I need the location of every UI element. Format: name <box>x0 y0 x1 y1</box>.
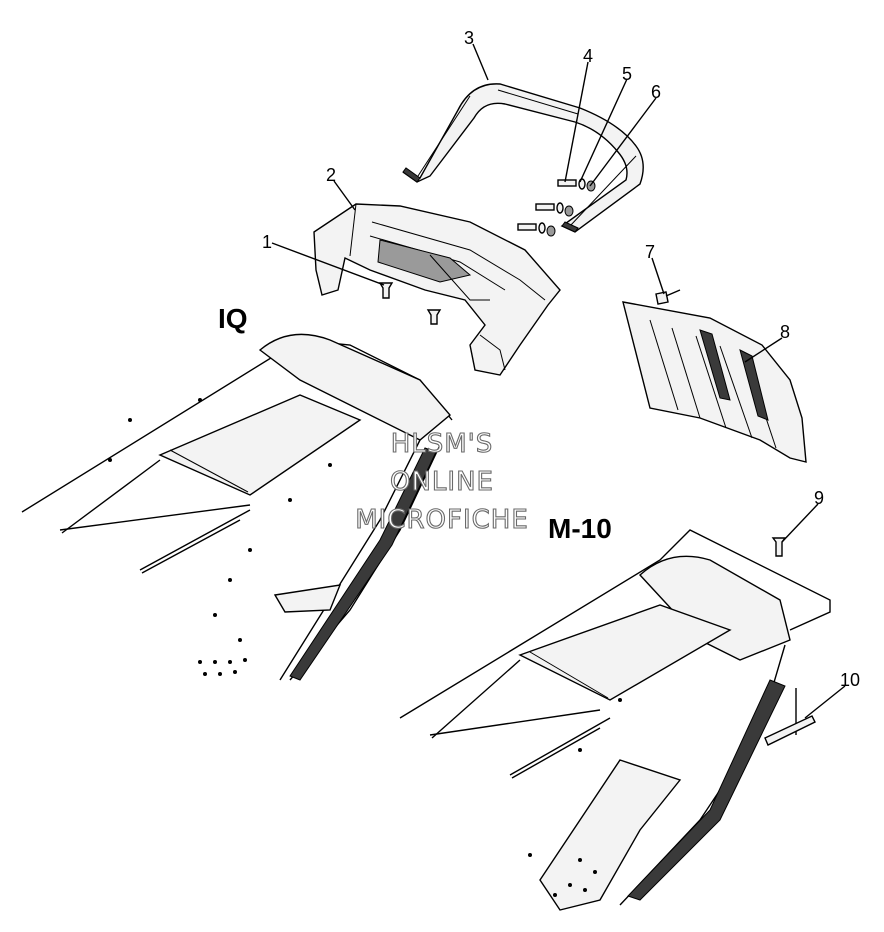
model-label-iq: IQ <box>218 303 248 334</box>
callout-1: 1 <box>262 232 272 252</box>
watermark: HLSM'S ONLINE MICROFICHE <box>355 428 529 535</box>
callout-6: 6 <box>651 82 661 102</box>
m10-tunnel-assembly <box>399 529 831 911</box>
part-1-pushpins <box>378 282 442 325</box>
part-2-rear-cover <box>313 203 561 376</box>
part-4-bolts <box>517 179 577 231</box>
callout-8: 8 <box>780 322 790 342</box>
leader-lines <box>271 43 846 719</box>
callout-9: 9 <box>814 488 824 508</box>
iq-tunnel-assembly <box>21 333 453 681</box>
model-label-m10: M-10 <box>548 513 612 544</box>
watermark-line-2: ONLINE <box>390 467 494 497</box>
callout-4: 4 <box>583 46 593 66</box>
callout-5: 5 <box>622 64 632 84</box>
watermark-line-3: MICROFICHE <box>355 505 529 535</box>
callout-7: 7 <box>645 242 655 262</box>
part-7-rivet <box>655 289 681 305</box>
callout-10: 10 <box>840 670 860 690</box>
part-6-nuts <box>546 180 596 237</box>
callout-numbers: 1 2 3 4 5 6 7 8 9 10 <box>262 28 860 690</box>
part-8-snowflap <box>622 301 807 463</box>
part-3-rear-bumper <box>402 83 644 233</box>
callout-3: 3 <box>464 28 474 48</box>
callout-2: 2 <box>326 165 336 185</box>
part-10-strip <box>764 688 816 746</box>
watermark-line-1: HLSM'S <box>391 429 494 459</box>
